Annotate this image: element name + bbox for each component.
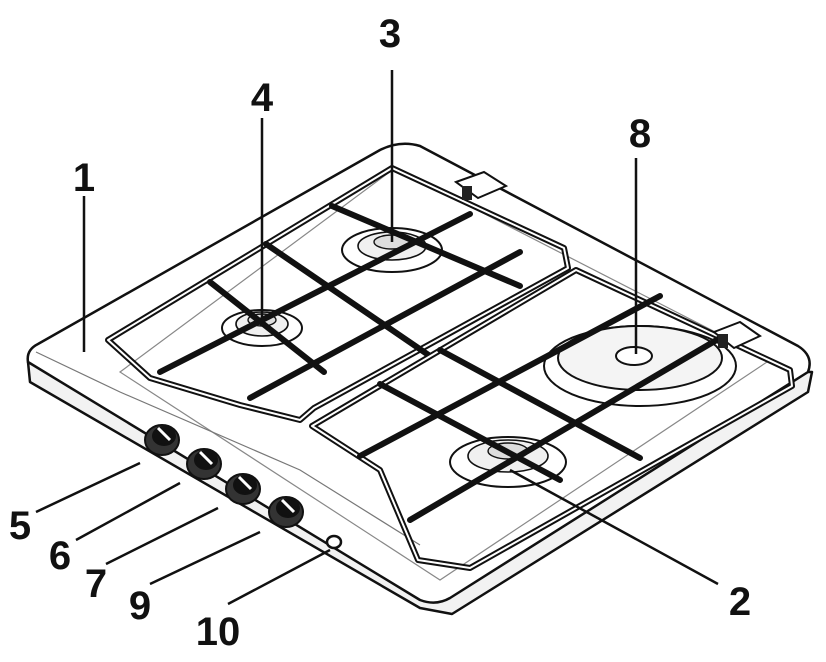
callout-8: 8 <box>628 112 652 156</box>
knob-3 <box>225 473 261 505</box>
leader-7 <box>105 506 219 566</box>
callout-3: 3 <box>378 12 402 56</box>
callout-10: 10 <box>195 610 241 654</box>
leader-9 <box>149 530 261 586</box>
leader-2 <box>509 468 719 586</box>
lid-hinge-left <box>453 170 509 200</box>
callout-6: 6 <box>48 534 72 578</box>
lid-hinge-right <box>712 320 762 350</box>
leader-5 <box>35 461 141 514</box>
knob-4 <box>268 496 304 528</box>
callout-9: 9 <box>128 584 152 628</box>
callout-7: 7 <box>84 562 108 606</box>
knob-1 <box>144 424 180 456</box>
callout-2: 2 <box>728 580 752 624</box>
leader-lines <box>35 70 719 606</box>
callout-4: 4 <box>250 76 274 120</box>
electric-hotplate <box>543 325 737 407</box>
pan-support-right <box>309 267 795 571</box>
pan-support-left <box>105 165 571 423</box>
callout-5: 5 <box>8 504 32 548</box>
leader-6 <box>75 481 181 542</box>
callout-1: 1 <box>72 156 96 200</box>
leader-10 <box>227 548 331 606</box>
knob-2 <box>186 448 222 480</box>
ignition-button <box>325 534 343 550</box>
control-knobs <box>144 424 304 528</box>
